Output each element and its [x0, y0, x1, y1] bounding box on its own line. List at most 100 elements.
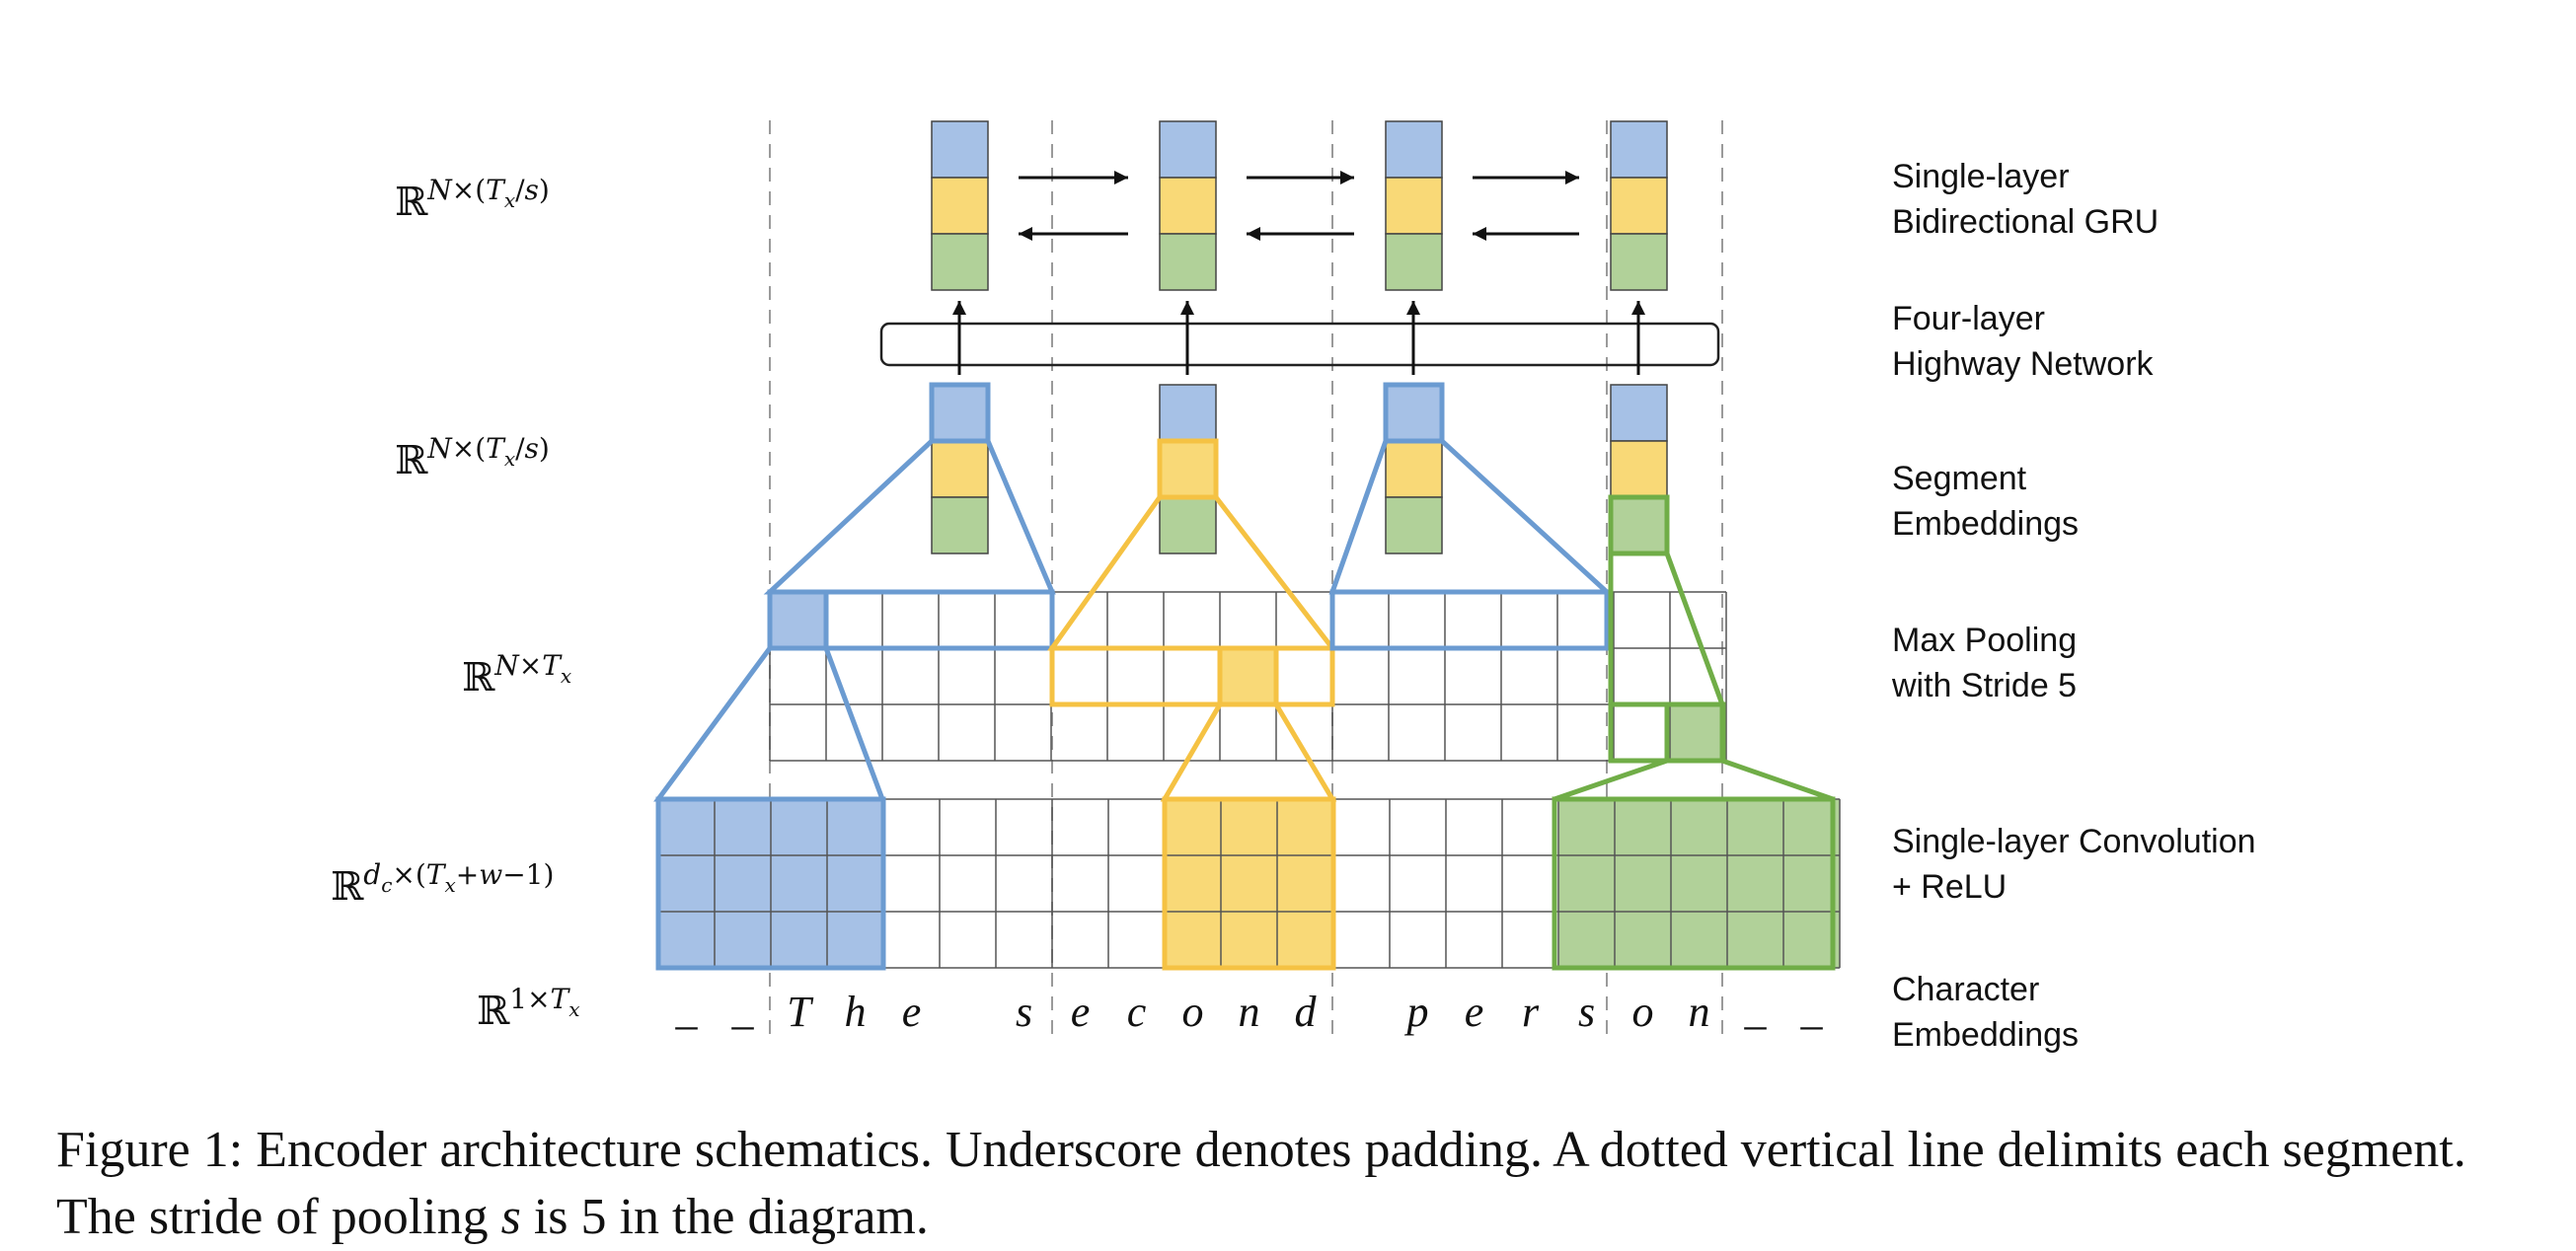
caption-line-1: Figure 1: Encoder architecture schematic… — [56, 1122, 2466, 1178]
gru-forward-arrow-1 — [1247, 171, 1354, 184]
gru-backward-arrow-0-head — [1019, 227, 1032, 241]
connector-green-conv-trapezoid — [1553, 758, 1834, 802]
figure-caption: Figure 1: Encoder architecture schematic… — [56, 1117, 2543, 1251]
maxpool-highlight-cells — [770, 592, 1726, 761]
highway-up-arrow-3 — [1631, 301, 1645, 375]
gru-forward-arrow-0-head — [1114, 171, 1128, 184]
char-8: c — [1127, 988, 1147, 1036]
gru-cell-3-1 — [1610, 177, 1668, 235]
char-3: h — [845, 988, 867, 1036]
label-highway-line1: Four-layer — [1892, 300, 2045, 337]
segment-cell-1-1 — [1159, 440, 1217, 498]
segment-cell-2-0 — [1385, 384, 1443, 442]
connector-yellow-conv-block — [1162, 796, 1336, 971]
char-2: T — [787, 988, 814, 1036]
gru-backward-arrow-0 — [1019, 227, 1128, 241]
label-conv-line2: + ReLU — [1892, 868, 2007, 906]
segment-cell-3-2 — [1610, 496, 1668, 554]
label-gru-line2: Bidirectional GRU — [1892, 203, 2159, 241]
label-maxpool-line1: Max Pooling — [1892, 622, 2077, 659]
highway-network-box — [879, 322, 1720, 367]
gru-forward-arrow-1-head — [1340, 171, 1354, 184]
connector-blue2-seg-trapezoid — [1328, 438, 1614, 595]
highway-up-arrows — [952, 301, 1645, 375]
char-1: _ — [731, 986, 755, 1034]
gru-cell-2-2 — [1385, 233, 1443, 291]
highway-up-arrow-0-head — [952, 301, 966, 315]
highway-up-arrow-2 — [1406, 301, 1420, 375]
connector-green-conv-block — [1552, 796, 1836, 971]
connector-yellow-conv-trapezoid — [1160, 701, 1337, 802]
char-0: _ — [675, 986, 699, 1034]
label-maxpool-line2: with Stride 5 — [1891, 667, 2077, 704]
gru-forward-arrow-2 — [1473, 171, 1579, 184]
char-14: e — [1465, 988, 1484, 1036]
connector-blue2-pool-row — [1329, 589, 1610, 651]
gru-backward-arrow-2 — [1473, 227, 1579, 241]
segment-cell-3-0 — [1610, 384, 1668, 442]
dim-label-char: ℝ1×Tx — [477, 983, 580, 1034]
segment-cell-1-2 — [1159, 496, 1217, 554]
pool-max-cell-blue — [770, 592, 826, 648]
segment-cell-0-1 — [931, 440, 989, 498]
pooling-connectors — [653, 382, 1836, 971]
char-6: s — [1016, 988, 1032, 1036]
connector-blue-seg-trapezoid — [763, 438, 1056, 595]
label-conv-line1: Single-layer Convolution — [1892, 823, 2256, 860]
gru-cell-1-2 — [1159, 233, 1217, 291]
label-segment-line1: Segment — [1892, 460, 2027, 497]
gru-recurrent-arrows — [1019, 171, 1579, 241]
conv-block-green — [1558, 799, 1840, 968]
char-15: r — [1522, 988, 1540, 1036]
gru-cell-0-2 — [931, 233, 989, 291]
char-4: e — [902, 988, 922, 1036]
caption-line-2-end: is 5 in the diagram. — [520, 1189, 929, 1245]
gru-cell-0-0 — [931, 120, 989, 179]
gru-cell-2-0 — [1385, 120, 1443, 179]
segment-cell-0-2 — [931, 496, 989, 554]
conv-highlight-blocks — [658, 799, 1840, 968]
char-17: o — [1632, 988, 1654, 1036]
gru-cell-1-0 — [1159, 120, 1217, 179]
char-16: s — [1578, 988, 1595, 1036]
segment-cell-3-1 — [1610, 440, 1668, 498]
pool-max-cell-green — [1670, 704, 1726, 761]
gru-forward-arrow-0 — [1019, 171, 1128, 184]
label-segment-line2: Embeddings — [1892, 505, 2079, 543]
pool-max-cell-yellow — [1220, 648, 1276, 704]
gru-cell-0-1 — [931, 177, 989, 235]
highway-up-arrow-3-head — [1631, 301, 1645, 315]
highway-up-arrow-1 — [1180, 301, 1194, 375]
highway-up-arrow-1-head — [1180, 301, 1194, 315]
caption-line-2: The stride of pooling s is 5 in the diag… — [56, 1184, 2543, 1251]
label-gru-line1: Single-layer — [1892, 158, 2070, 195]
gru-cell-2-1 — [1385, 177, 1443, 235]
dimension-labels: ℝN×(Tx/s) ℝN×(Tx/s) ℝN×Tx ℝdc×(Tx+w−1) ℝ… — [331, 174, 580, 1034]
dim-label-gru: ℝN×(Tx/s) — [395, 174, 550, 225]
segment-cell-0-0 — [931, 384, 989, 442]
char-9: o — [1182, 988, 1204, 1036]
char-20: _ — [1800, 986, 1824, 1034]
dim-label-maxpool: ℝN×Tx — [462, 649, 571, 700]
segment-embeddings-layer — [931, 384, 1668, 554]
gru-cell-3-0 — [1610, 120, 1668, 179]
gru-layer — [931, 120, 1668, 291]
label-char-line2: Embeddings — [1892, 1016, 2079, 1054]
layer-labels: Single-layer Bidirectional GRU Four-laye… — [1891, 158, 2256, 1054]
segment-cell-2-2 — [1385, 496, 1443, 554]
gru-cell-3-2 — [1610, 233, 1668, 291]
segment-cell-2-1 — [1385, 440, 1443, 498]
dim-label-conv: ℝdc×(Tx+w−1) — [331, 858, 554, 910]
gru-backward-arrow-2-head — [1473, 227, 1486, 241]
label-char-line1: Character — [1892, 971, 2039, 1008]
connector-yellow-pool-row — [1049, 645, 1335, 707]
label-highway-line2: Highway Network — [1892, 345, 2155, 383]
segment-cell-1-0 — [1159, 384, 1217, 442]
dim-label-segment: ℝN×(Tx/s) — [395, 432, 550, 483]
caption-stride-variable: s — [500, 1189, 521, 1245]
connector-blue-conv-block — [655, 796, 886, 971]
highway-up-arrow-0 — [952, 301, 966, 375]
char-18: n — [1689, 988, 1710, 1036]
